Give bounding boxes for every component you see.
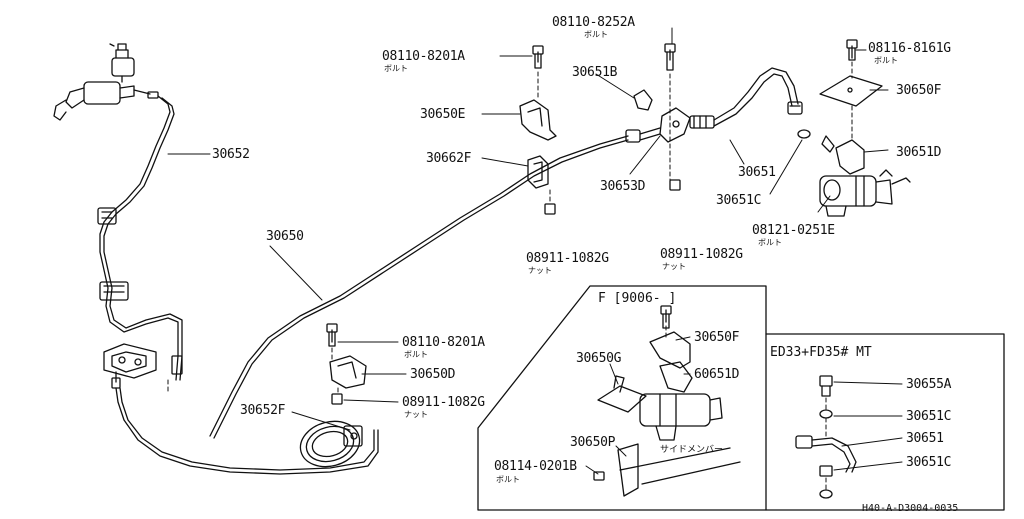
label-bolt-b: ボルト — [584, 30, 608, 39]
label-ed-30651C-a: 30651C — [906, 409, 952, 424]
label-08110-8252A: 08110-8252A — [552, 15, 635, 30]
clip-30662F — [527, 155, 549, 189]
inset-ed-frame — [765, 333, 1005, 511]
label-30651: 30651 — [738, 165, 776, 180]
label-nut-c: ナット — [404, 410, 428, 419]
label-f-30650P: 30650P — [570, 435, 616, 450]
inset-ed-content — [795, 375, 857, 499]
label-30652: 30652 — [212, 147, 250, 162]
label-08911-1082G-c: 08911-1082G — [402, 395, 485, 410]
label-30650F: 30650F — [896, 83, 942, 98]
label-nut-b: ナット — [662, 262, 686, 271]
nut-a — [544, 203, 556, 215]
union-30653D — [625, 115, 715, 143]
inset-f-frame — [477, 285, 767, 511]
label-f-30650G: 30650G — [576, 351, 622, 366]
label-30653D: 30653D — [600, 179, 646, 194]
label-bolt-f: ボルト — [496, 475, 520, 484]
pipe-bracket-lower — [103, 343, 157, 389]
label-30650E: 30650E — [420, 107, 466, 122]
bracket-30651B — [633, 43, 691, 191]
assembly-axes — [167, 61, 853, 491]
inset-ed-header: ED33+FD35# MT — [770, 345, 872, 360]
label-30650D: 30650D — [410, 367, 456, 382]
label-bolt-a: ボルト — [384, 64, 408, 73]
label-f-60651D: 60651D — [694, 367, 740, 382]
bracket-30651D — [821, 135, 865, 175]
label-30651B: 30651B — [572, 65, 618, 80]
label-08911-1082G-b: 08911-1082G — [660, 247, 743, 262]
label-ed-30651C-b: 30651C — [906, 455, 952, 470]
label-30650: 30650 — [266, 229, 304, 244]
label-30652F: 30652F — [240, 403, 286, 418]
hose-30651 — [713, 67, 811, 139]
pipe-30652 — [97, 95, 183, 381]
label-bolt-d: ボルト — [758, 238, 782, 247]
label-nut-a: ナット — [528, 266, 552, 275]
pipe-lower-route — [115, 387, 379, 475]
slave-cylinder — [819, 169, 911, 217]
label-30651D: 30651D — [896, 145, 942, 160]
label-bolt-c: ボルト — [874, 56, 898, 65]
pipe-30650 — [209, 135, 629, 439]
bracket-30650E — [519, 45, 557, 141]
leader-lines — [167, 27, 903, 475]
plate-30650F — [819, 39, 883, 107]
bracket-30650D — [326, 323, 367, 405]
inset-f-header: F [9006- ] — [598, 291, 677, 306]
master-cylinder — [53, 43, 159, 121]
label-side-member: サイドメンバー — [660, 445, 724, 455]
label-bolt-e: ボルト — [404, 350, 428, 359]
label-08121-0251E: 08121-0251E — [752, 223, 835, 238]
label-f-08114-0201B: 08114-0201B — [494, 459, 577, 474]
label-ed-30655A: 30655A — [906, 377, 952, 392]
label-08116-8161G: 08116-8161G — [868, 41, 951, 56]
inset-f-content — [593, 305, 741, 497]
label-08110-8201A-top: 08110-8201A — [382, 49, 465, 64]
label-ed-30651: 30651 — [906, 431, 944, 446]
label-30662F: 30662F — [426, 151, 472, 166]
label-f-30650F: 30650F — [694, 330, 740, 345]
label-30651C: 30651C — [716, 193, 762, 208]
label-08911-1082G-a: 08911-1082G — [526, 251, 609, 266]
label-08110-8201A-mid: 08110-8201A — [402, 335, 485, 350]
sheet-code: H40-A-D3004-0035 — [862, 503, 959, 514]
